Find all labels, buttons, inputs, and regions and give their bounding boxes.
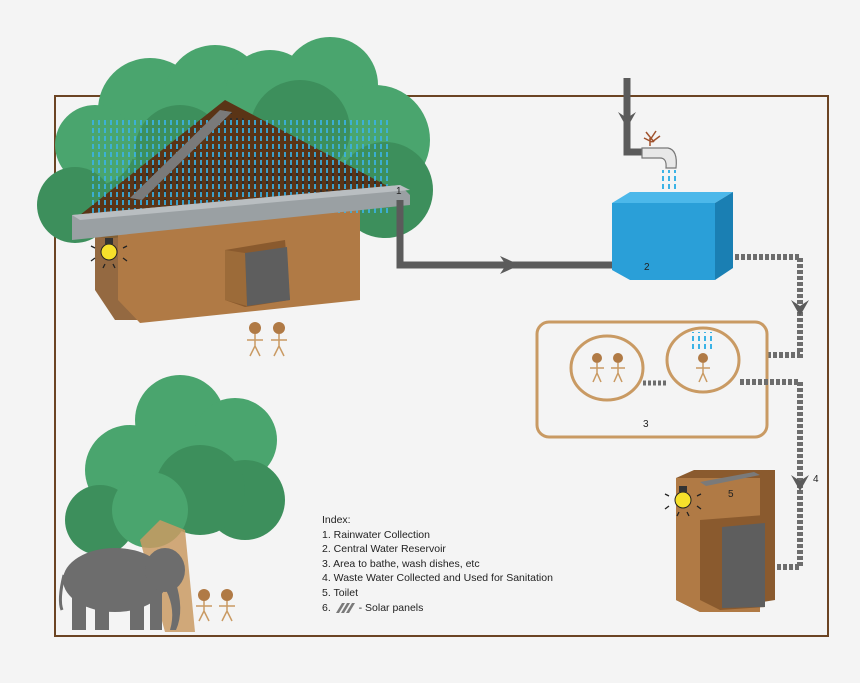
index-item-6-prefix: 6. (322, 601, 331, 614)
window (225, 240, 290, 307)
label-1: 1 (396, 186, 402, 197)
flow-arrow-3 (791, 475, 809, 491)
index-item-1: 1. Rainwater Collection (322, 528, 430, 541)
solar-panel-toilet (700, 472, 760, 486)
tap-arrow (618, 112, 636, 128)
solar-panel-icon (335, 602, 355, 613)
index-title: Index: (322, 514, 351, 526)
bath-area: 3 (535, 320, 769, 439)
tap-icon (641, 130, 677, 194)
flow-arrow-1 (500, 256, 520, 274)
solar-panel-roof (130, 110, 232, 200)
label-3: 3 (643, 419, 649, 430)
gutter-top (72, 185, 410, 220)
label-4: 4 (813, 474, 819, 485)
light-bulb-icon (90, 238, 128, 269)
pipe-gutter-to-tank (396, 200, 612, 269)
label-2: 2 (644, 262, 650, 273)
label-5: 5 (728, 489, 734, 500)
toilet: 5 (676, 470, 775, 612)
water-reservoir: 2 (612, 192, 733, 280)
index-item-3: 3. Area to bathe, wash dishes, etc (322, 557, 480, 570)
people-house (247, 322, 287, 357)
diagram-frame (54, 95, 829, 637)
index-item-2: 2. Central Water Reservoir (322, 543, 446, 556)
light-bulb-icon-toilet (664, 486, 702, 517)
people-tree (196, 589, 235, 622)
pipe-bath-to-toilet (740, 379, 803, 570)
house: 1 (72, 100, 410, 323)
index-legend: Index: 1. Rainwater Collection 2. Centra… (322, 513, 553, 615)
index-item-6: 6. - Solar panels (322, 601, 553, 616)
index-item-6-label: - Solar panels (358, 601, 424, 614)
tree-bottom (65, 375, 285, 632)
flow-arrow-2 (791, 300, 809, 316)
elephant-icon (58, 548, 185, 630)
index-item-4: 4. Waste Water Collected and Used for Sa… (322, 572, 553, 585)
gutter (72, 185, 410, 240)
index-item-5: 5. Toilet (322, 586, 358, 599)
